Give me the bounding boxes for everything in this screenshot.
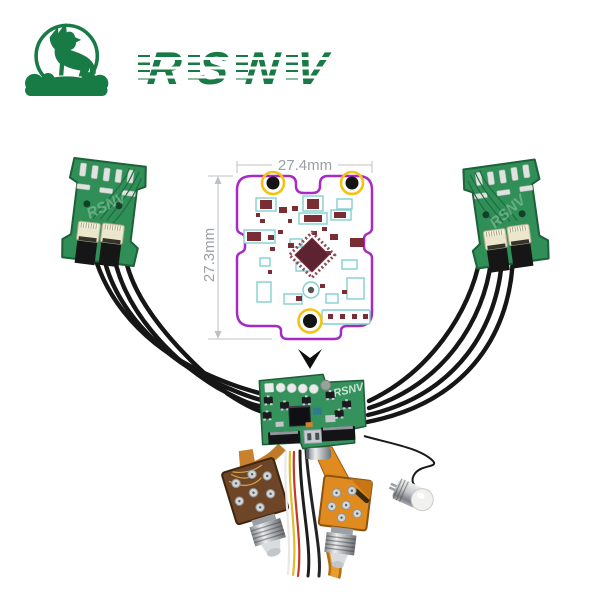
brand-letter: N: [243, 42, 282, 94]
vibration-motor: [249, 513, 286, 557]
ffc-connector: [482, 227, 510, 273]
middle-connector: [303, 429, 323, 445]
left-motor-assembly: [221, 448, 290, 557]
connector-footprint: [321, 309, 371, 325]
right-motor-assembly: [317, 474, 373, 569]
down-arrow-icon: [298, 349, 322, 369]
width-dimension-label: 27.4mm: [278, 157, 332, 174]
center-control-board: RSNV: [258, 373, 367, 460]
output-connector: [320, 425, 356, 442]
ffc-connector: [506, 223, 534, 269]
dimension-lines: [208, 161, 373, 340]
pcb-dimension-diagram: 27.4mm 27.3mm: [201, 157, 374, 341]
led-wire: [363, 435, 436, 490]
led: [388, 478, 434, 512]
right-receiver-module: RSNV: [462, 158, 550, 273]
brand-letter: S: [195, 42, 232, 94]
hanging-wires: [284, 448, 321, 578]
wolf-logo-icon: [25, 22, 109, 96]
traces: [467, 170, 518, 226]
main-chip: [287, 230, 337, 280]
height-dimension-label: 27.3mm: [201, 228, 218, 282]
board-pads: [264, 379, 332, 394]
output-connector: [268, 430, 301, 445]
right-wire-bundle: [364, 250, 516, 425]
bottom-cylinder: [306, 447, 332, 460]
mounting-holes: [260, 170, 365, 334]
pcb-components: [243, 195, 371, 325]
brand-letter: V: [293, 42, 330, 94]
left-receiver-module: RSNV: [61, 156, 147, 268]
ffc-connector: [74, 220, 102, 266]
traces: [92, 167, 142, 224]
dimension-arrows: [214, 176, 222, 339]
brand-header: R S N V: [14, 8, 334, 104]
vibration-motor: [324, 526, 357, 569]
ffc-connector: [98, 222, 125, 268]
brand-wordmark: R S N V: [138, 42, 334, 94]
brand-letter: R: [145, 42, 184, 94]
left-wire-bundle: [90, 247, 270, 416]
